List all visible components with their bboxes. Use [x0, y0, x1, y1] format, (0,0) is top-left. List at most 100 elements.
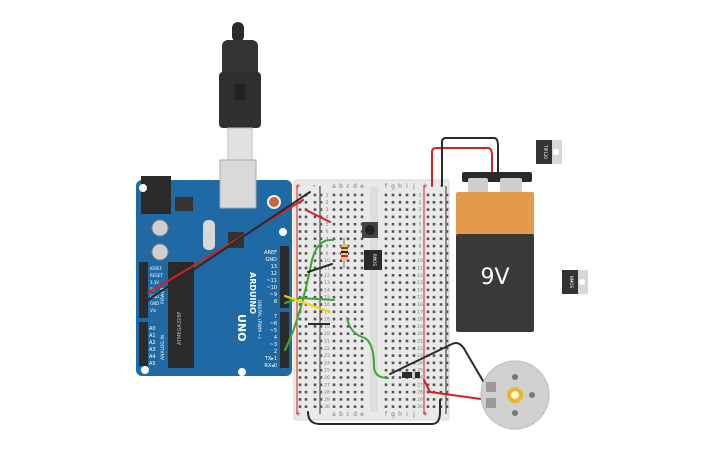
breadboard-hole	[346, 390, 350, 394]
breadboard-hole	[353, 244, 357, 248]
breadboard-hole	[432, 368, 436, 372]
breadboard-hole	[391, 332, 395, 335]
breadboard-hole	[353, 398, 357, 401]
breadboard-hole	[432, 361, 436, 365]
rail-minus-label: -	[313, 182, 316, 190]
breadboard-hole	[353, 237, 357, 241]
breadboard-hole	[426, 339, 430, 343]
row-number: 18	[324, 317, 330, 323]
breadboard-hole	[405, 347, 409, 350]
breadboard-hole	[298, 288, 302, 292]
breadboard-hole	[391, 354, 395, 357]
breadboard-hole	[346, 230, 350, 233]
breadboard-hole	[439, 354, 443, 357]
breadboard-hole	[360, 361, 364, 365]
breadboard-hole	[391, 222, 395, 226]
breadboard-hole	[432, 201, 436, 204]
breadboard-hole	[339, 222, 343, 226]
column-label: f	[385, 183, 388, 190]
breadboard-hole	[360, 383, 364, 387]
breadboard-hole	[412, 222, 416, 226]
breadboard-hole	[445, 193, 449, 197]
svg-text:ATMEGA328P: ATMEGA328P	[177, 312, 183, 345]
breadboard-hole	[398, 310, 402, 314]
breadboard-hole	[332, 295, 336, 299]
breadboard-hole	[405, 274, 409, 277]
breadboard-hole	[353, 383, 357, 387]
wire-black-motor	[389, 342, 487, 387]
wire-black-bottom	[307, 399, 441, 425]
breadboard-hole	[384, 230, 388, 233]
row-number: 13	[324, 280, 330, 286]
breadboard-hole	[353, 230, 357, 233]
row-number: 9	[419, 251, 422, 257]
breadboard-hole	[405, 390, 409, 394]
breadboard-hole	[298, 368, 302, 372]
breadboard-hole	[384, 259, 388, 262]
breadboard-hole	[412, 259, 416, 262]
breadboard-hole	[304, 252, 308, 255]
breadboard-hole	[353, 295, 357, 299]
row-number: 24	[417, 360, 423, 366]
breadboard-hole	[384, 405, 388, 408]
breadboard-hole	[346, 339, 350, 343]
breadboard-hole	[360, 332, 364, 335]
breadboard-hole	[339, 193, 343, 197]
breadboard-hole	[353, 339, 357, 343]
row-number: 14	[417, 287, 423, 293]
breadboard-hole	[346, 310, 350, 314]
breadboard-hole	[319, 230, 323, 233]
breadboard-hole	[332, 208, 336, 211]
breadboard-hole	[439, 317, 443, 321]
breadboard-hole	[412, 215, 416, 219]
breadboard-hole	[298, 361, 302, 365]
breadboard-hole	[353, 317, 357, 321]
breadboard-hole	[298, 354, 302, 357]
breadboard-hole	[445, 295, 449, 299]
breadboard-hole	[298, 244, 302, 248]
breadboard-hole	[439, 222, 443, 226]
breadboard-hole	[432, 222, 436, 226]
breadboard-hole	[405, 398, 409, 401]
breadboard-hole	[412, 201, 416, 204]
breadboard-hole	[353, 310, 357, 314]
breadboard-hole	[384, 237, 388, 241]
column-label: a	[332, 411, 336, 418]
breadboard-hole	[445, 274, 449, 277]
breadboard-hole	[332, 347, 336, 350]
breadboard-hole	[353, 252, 357, 255]
breadboard-hole	[304, 201, 308, 204]
breadboard-hole	[391, 390, 395, 394]
breadboard-hole	[346, 354, 350, 357]
breadboard-hole	[384, 252, 388, 255]
breadboard-hole	[426, 347, 430, 350]
breadboard-hole	[405, 310, 409, 314]
breadboard-hole	[445, 237, 449, 241]
row-number: 6	[419, 229, 422, 235]
breadboard-hole	[439, 252, 443, 255]
row-number: 26	[417, 375, 423, 381]
breadboard-hole	[398, 405, 402, 408]
breadboard-hole	[384, 222, 388, 226]
wire-black-bb	[307, 263, 333, 273]
column-label: d	[353, 411, 357, 418]
breadboard-hole	[313, 222, 317, 226]
breadboard-hole	[384, 295, 388, 299]
breadboard-hole	[426, 332, 430, 335]
breadboard-hole	[439, 295, 443, 299]
breadboard-hole	[405, 252, 409, 255]
breadboard-hole	[445, 222, 449, 226]
row-number: 22	[417, 346, 423, 352]
breadboard-hole	[412, 252, 416, 255]
pushbutton	[362, 222, 378, 238]
breadboard-hole	[319, 325, 323, 328]
wire-red-motor	[423, 379, 489, 401]
breadboard-hole	[346, 361, 350, 365]
breadboard-hole	[426, 222, 430, 226]
breadboard-hole	[391, 295, 395, 299]
breadboard-hole	[398, 317, 402, 321]
breadboard-hole	[313, 281, 317, 284]
row-number: 3	[326, 207, 329, 213]
breadboard-hole	[439, 376, 443, 379]
breadboard-hole	[304, 405, 308, 408]
